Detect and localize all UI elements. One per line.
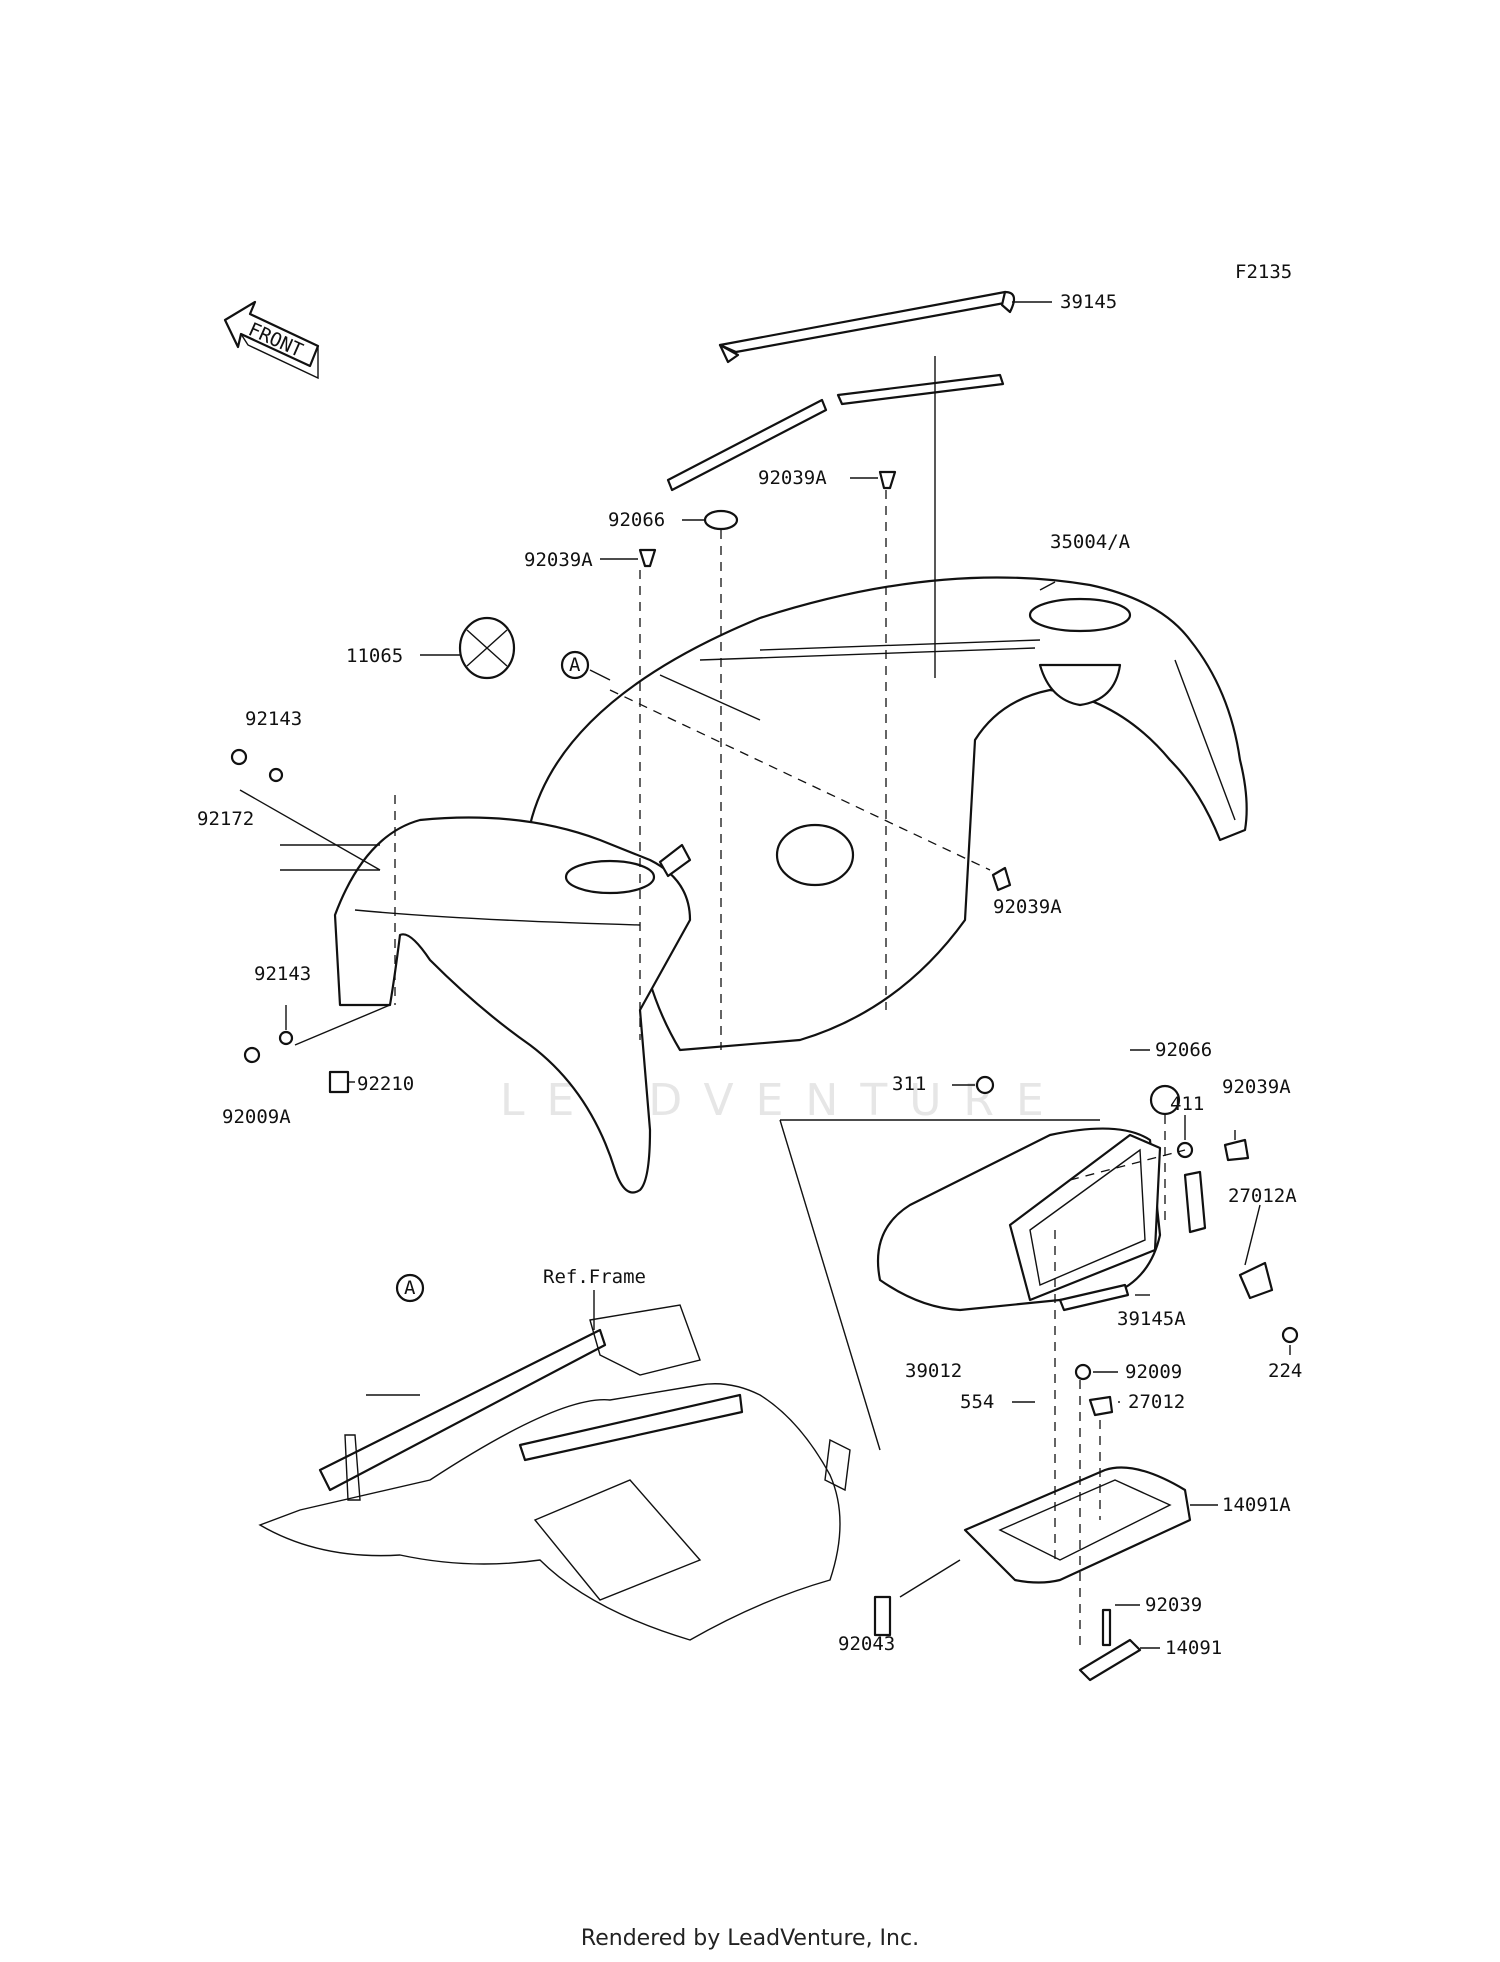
latch-27012a (1238, 1261, 1274, 1300)
label-92039a-left: 92039A (524, 549, 593, 571)
label-39145a: 39145A (1117, 1308, 1186, 1330)
label-92143-top: 92143 (245, 708, 302, 730)
label-92039a-top: 92039A (758, 467, 827, 489)
diagram-code: F2135 (1235, 261, 1292, 283)
lid-14091a (963, 1466, 1192, 1584)
label-92009: 92009 (1125, 1361, 1182, 1383)
screw-92009 (1074, 1363, 1092, 1381)
rivet-92039a-b (1223, 1138, 1250, 1162)
label-92009a: 92009A (222, 1106, 291, 1128)
label-92066-right: 92066 (1155, 1039, 1212, 1061)
pin-92043 (873, 1595, 892, 1637)
cap-11065 (458, 616, 516, 680)
dashed-lines (394, 490, 1186, 1650)
leader-lines (239, 301, 1291, 1649)
handle-14091 (1078, 1638, 1142, 1682)
storage-box-39012 (876, 1127, 1162, 1312)
callout-a-bottom: A (395, 1273, 425, 1303)
label-27012: 27012 (1128, 1391, 1185, 1413)
label-92039a-mid: 92039A (993, 896, 1062, 918)
label-92172: 92172 (197, 808, 254, 830)
callout-a-top: A (560, 650, 590, 680)
rear-fender-left (333, 816, 692, 1194)
label-224: 224 (1268, 1360, 1302, 1382)
label-92210: 92210 (357, 1073, 414, 1095)
label-11065: 11065 (346, 645, 403, 667)
label-554: 554 (960, 1391, 994, 1413)
fasteners (230, 470, 1012, 1094)
label-35004a: 35004/A (1050, 531, 1131, 553)
callout-a-top-label: A (569, 654, 581, 676)
rivet-92039 (1101, 1608, 1112, 1647)
screw-224 (1281, 1326, 1299, 1344)
front-arrow-icon: FRONT (223, 300, 320, 380)
label-39012: 39012 (905, 1360, 962, 1382)
latch-27012 (1088, 1395, 1114, 1417)
label-14091: 14091 (1165, 1637, 1222, 1659)
label-39145: 39145 (1060, 291, 1117, 313)
label-92039: 92039 (1145, 1594, 1202, 1616)
label-92066-top: 92066 (608, 509, 665, 531)
nut-311 (975, 1075, 995, 1095)
label-92039a-right: 92039A (1222, 1076, 1291, 1098)
callout-a-bottom-label: A (404, 1277, 416, 1299)
footer-credit: Rendered by LeadVenture, Inc. (580, 1926, 920, 1951)
label-92043: 92043 (838, 1633, 895, 1655)
label-27012a: 27012A (1228, 1185, 1297, 1207)
label-ref-frame: Ref.Frame (543, 1266, 646, 1288)
seal-39145a-strip (1058, 1283, 1130, 1312)
seal-39145a (1183, 1170, 1207, 1234)
rear-fender-35004 (528, 576, 1248, 1052)
label-92143-bottom: 92143 (254, 963, 311, 985)
frame-ref (258, 1304, 851, 1641)
label-311: 311 (892, 1073, 926, 1095)
label-411: 411 (1170, 1093, 1204, 1115)
trim-strip-39145 (666, 290, 1016, 492)
part-labels: 39145 92039A 92066 92039A 35004/A 11065 … (197, 291, 1302, 1659)
label-14091a: 14091A (1222, 1494, 1291, 1516)
cap-92066-b (1149, 1084, 1181, 1116)
